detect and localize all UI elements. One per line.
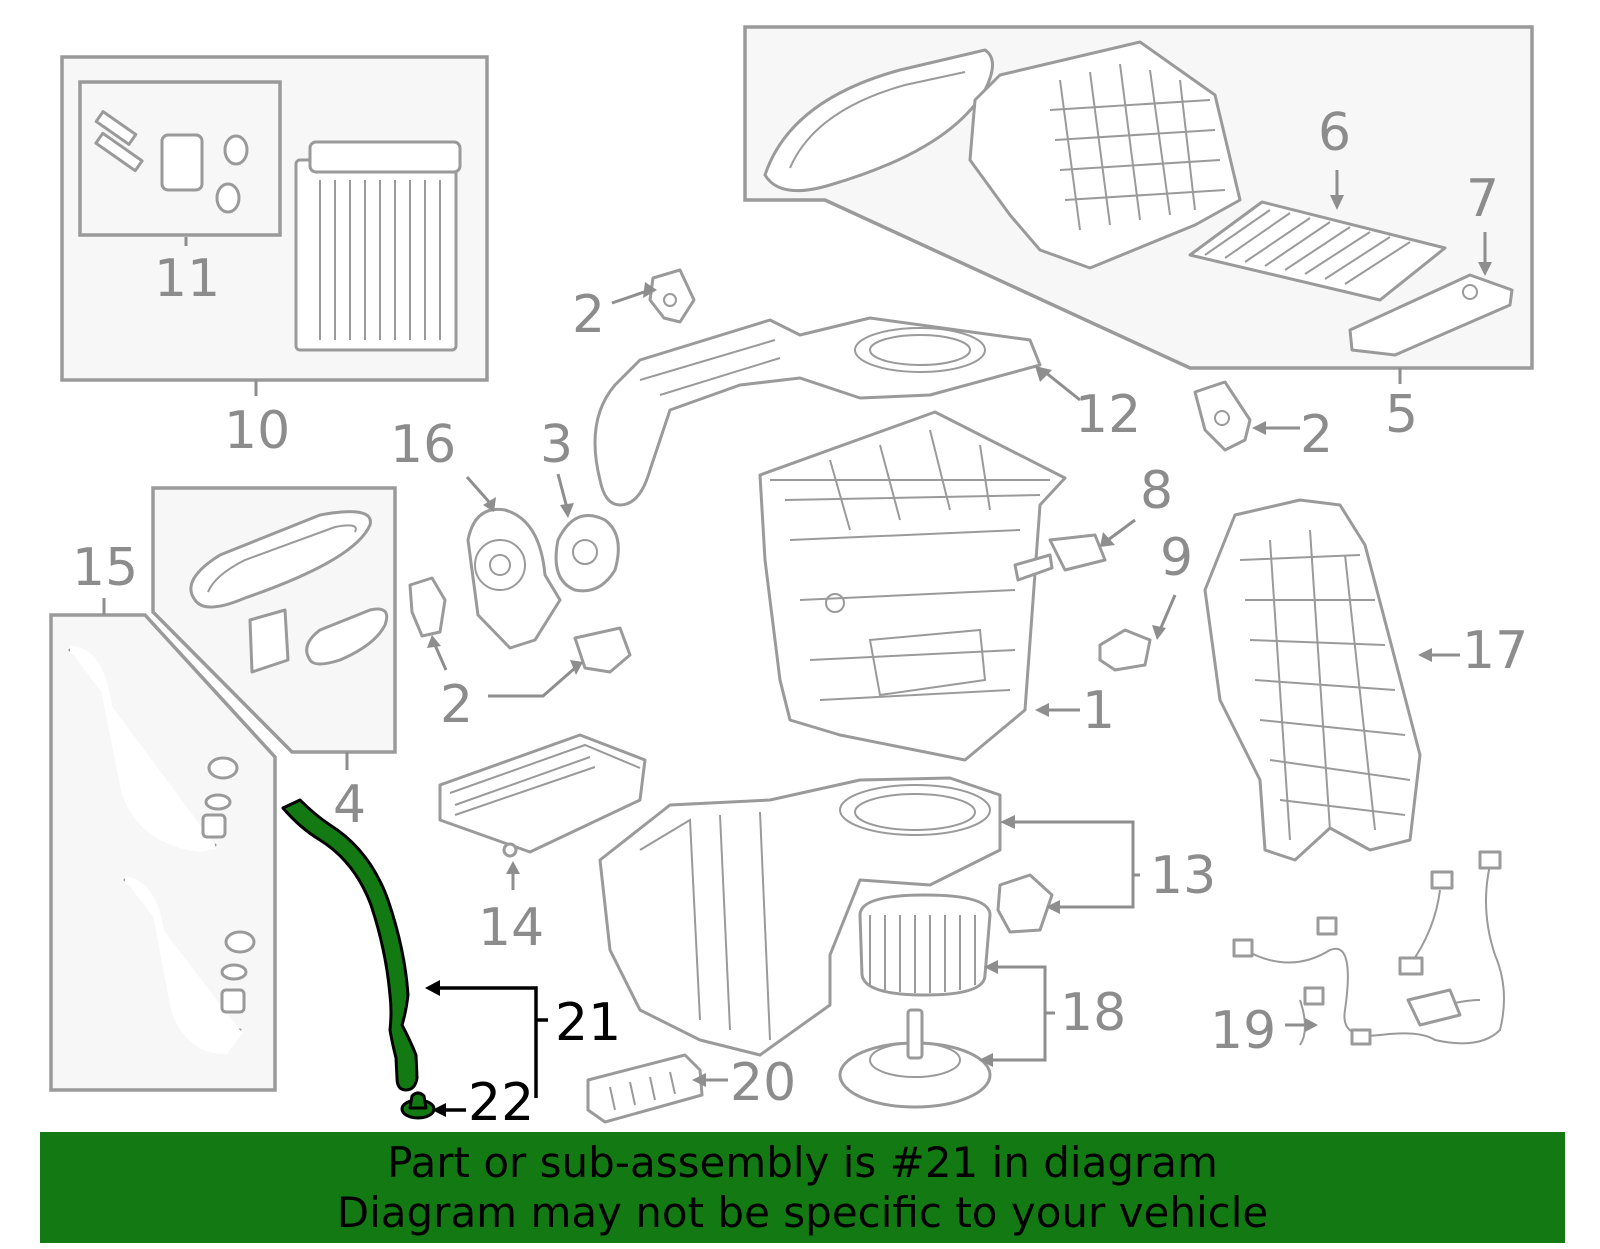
part-20-blower-resistor[interactable] xyxy=(586,1053,704,1124)
part-5-upper-housing[interactable] xyxy=(968,40,1242,270)
part-11-expansion-valve-kit[interactable] xyxy=(94,110,249,214)
part-12-duct-case[interactable] xyxy=(593,316,1042,507)
callout-2-upper: 2 xyxy=(572,285,605,345)
callout-22: 22 xyxy=(468,1073,534,1133)
callout-10: 10 xyxy=(224,401,290,461)
callout-21: 21 xyxy=(555,993,621,1053)
callout-2-left: 2 xyxy=(440,675,473,735)
part-2-clip-right[interactable] xyxy=(1193,380,1252,452)
part-6-cabin-air-filter[interactable] xyxy=(1188,200,1447,302)
part-18-blower-motor[interactable] xyxy=(838,893,992,1109)
part-2-clip-lower[interactable] xyxy=(573,626,632,674)
part-3-actuator[interactable] xyxy=(554,514,620,593)
leader-lines xyxy=(102,170,1492,1117)
group-box-5 xyxy=(743,25,1534,370)
group-box-10 xyxy=(60,55,489,382)
info-banner: Part or sub-assembly is #21 in diagram D… xyxy=(40,1132,1565,1243)
part-2-clip-left[interactable] xyxy=(408,576,447,638)
callout-6: 6 xyxy=(1318,103,1351,163)
callout-4: 4 xyxy=(333,775,366,835)
part-16-mode-actuator[interactable] xyxy=(466,507,562,650)
part-21-drain-hose[interactable] xyxy=(281,798,419,1092)
callout-3: 3 xyxy=(540,415,573,475)
part-1-heater-case[interactable] xyxy=(758,410,1067,762)
part-22-grommet[interactable] xyxy=(400,1091,436,1120)
part-17-distribution-case[interactable] xyxy=(1203,498,1422,862)
callout-19: 19 xyxy=(1210,1001,1276,1061)
part-15-drain-hoses[interactable] xyxy=(68,646,256,1055)
callout-8: 8 xyxy=(1140,461,1173,521)
part-9-sensor[interactable] xyxy=(1098,628,1152,672)
banner-line-2: Diagram may not be specific to your vehi… xyxy=(336,1188,1269,1237)
part-8-sensor[interactable] xyxy=(1013,533,1107,582)
part-4-seals[interactable] xyxy=(189,510,389,674)
part-10-evaporator-core[interactable] xyxy=(294,140,462,352)
callout-16: 16 xyxy=(390,415,456,475)
part-14-heater-core[interactable] xyxy=(438,733,647,858)
part-2-clip-upper[interactable] xyxy=(648,268,696,324)
callout-15: 15 xyxy=(72,538,138,598)
callout-5: 5 xyxy=(1385,385,1418,445)
banner-line-1: Part or sub-assembly is #21 in diagram xyxy=(387,1138,1218,1187)
group-box-4 xyxy=(151,486,397,754)
callout-14: 14 xyxy=(478,898,544,958)
callout-11: 11 xyxy=(154,249,220,309)
callout-17: 17 xyxy=(1462,621,1528,681)
part-19-wiring-harness[interactable] xyxy=(1232,850,1505,1046)
callout-12: 12 xyxy=(1075,385,1141,445)
callout-9: 9 xyxy=(1160,528,1193,588)
part-13-blower-case[interactable] xyxy=(598,776,1054,1057)
callout-20: 20 xyxy=(730,1053,796,1113)
callout-numbers: 11 10 6 7 5 2 2 12 16 3 8 9 17 1 15 2 4 … xyxy=(72,103,1528,1133)
callout-1: 1 xyxy=(1082,681,1115,741)
callout-7: 7 xyxy=(1466,169,1499,229)
callout-2-right: 2 xyxy=(1300,405,1333,465)
part-7-filter-cover[interactable] xyxy=(1348,273,1514,357)
group-box-15 xyxy=(49,613,277,1092)
callout-13: 13 xyxy=(1150,846,1216,906)
callout-18: 18 xyxy=(1060,983,1126,1043)
